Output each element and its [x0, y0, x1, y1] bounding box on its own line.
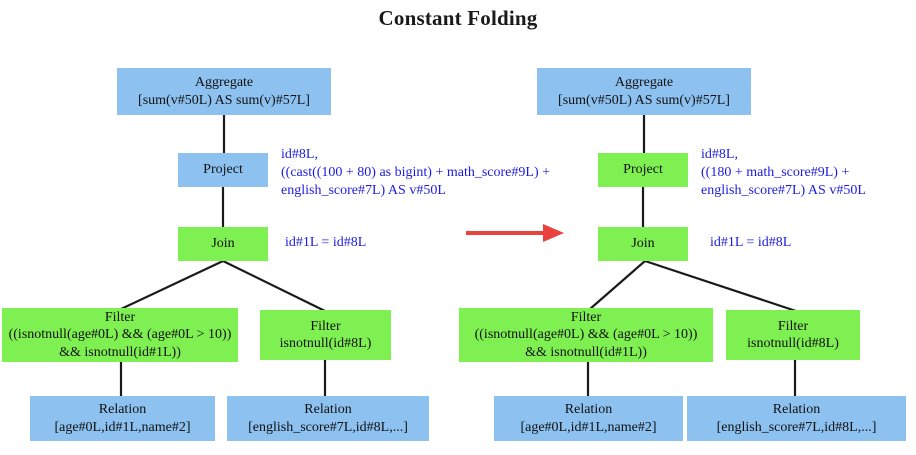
node-detail: [english_score#7L,id#8L,...] — [248, 419, 408, 435]
node-relation-right-before: Relation [english_score#7L,id#8L,...] — [227, 396, 429, 441]
node-title: Relation — [304, 402, 352, 418]
node-detail: isnotnull(id#8L) — [747, 336, 839, 351]
node-filter-left-before: Filter ((isnotnull(age#0L) && (age#0L > … — [2, 308, 238, 362]
node-title: Aggregate — [194, 75, 254, 91]
node-detail: [english_score#7L,id#8L,...] — [716, 419, 877, 435]
node-title: Filter — [777, 318, 809, 334]
node-detail: [age#0L,id#1L,name#2] — [54, 419, 191, 435]
node-filter-left-after: Filter ((isnotnull(age#0L) && (age#0L > … — [459, 308, 713, 362]
node-title: Project — [623, 162, 663, 178]
edge-join-filterleft-after — [589, 260, 646, 310]
node-relation-left-before: Relation [age#0L,id#1L,name#2] — [30, 396, 215, 441]
node-title: Join — [631, 236, 655, 252]
node-title: Relation — [564, 402, 613, 418]
edge-join-filterright-after — [644, 259, 797, 313]
transform-arrow — [466, 224, 564, 242]
edge-join-filterright-before — [222, 260, 326, 312]
node-detail: ((isnotnull(age#0L) && (age#0L > 10)) &&… — [8, 327, 232, 360]
node-title: Join — [211, 236, 235, 252]
node-detail: isnotnull(id#8L) — [279, 336, 372, 351]
node-title: Filter — [104, 310, 136, 326]
node-aggregate-after: Aggregate [sum(v#50L) AS sum(v)#57L] — [537, 68, 751, 115]
node-title: Filter — [570, 310, 602, 326]
node-aggregate-before: Aggregate [sum(v#50L) AS sum(v)#57L] — [117, 68, 331, 115]
node-relation-right-after: Relation [english_score#7L,id#8L,...] — [687, 396, 906, 441]
diagram-title: Constant Folding — [378, 6, 538, 30]
node-filter-right-after: Filter isnotnull(id#8L) — [726, 310, 860, 360]
node-detail: [age#0L,id#1L,name#2] — [520, 419, 657, 435]
node-title: Relation — [98, 402, 147, 418]
node-detail: [sum(v#50L) AS sum(v)#57L] — [558, 92, 730, 108]
node-title: Project — [203, 162, 243, 178]
edge-join-filterleft-before — [120, 260, 224, 310]
join-condition-before: id#1L = id#8L — [285, 235, 367, 250]
project-expression-before: id#8L, ((cast((100 + 80) as bigint) + ma… — [281, 147, 551, 198]
node-title: Filter — [310, 318, 341, 334]
node-join-before: Join — [178, 227, 268, 261]
node-relation-left-after: Relation [age#0L,id#1L,name#2] — [494, 396, 683, 441]
project-expression-after: id#8L, ((180 + math_score#9L) + english_… — [701, 147, 866, 198]
after-tree-edges — [586, 115, 797, 397]
before-tree-edges — [119, 115, 327, 397]
node-detail: [sum(v#50L) AS sum(v)#57L] — [138, 92, 310, 108]
node-join-after: Join — [598, 227, 688, 261]
node-title: Aggregate — [614, 75, 674, 91]
node-detail: ((isnotnull(age#0L) && (age#0L > 10)) &&… — [474, 327, 698, 360]
node-project-after: Project — [598, 153, 688, 187]
join-condition-after: id#1L = id#8L — [710, 235, 792, 250]
node-project-before: Project — [178, 153, 268, 187]
node-title: Relation — [772, 402, 821, 418]
node-filter-right-before: Filter isnotnull(id#8L) — [260, 310, 391, 360]
